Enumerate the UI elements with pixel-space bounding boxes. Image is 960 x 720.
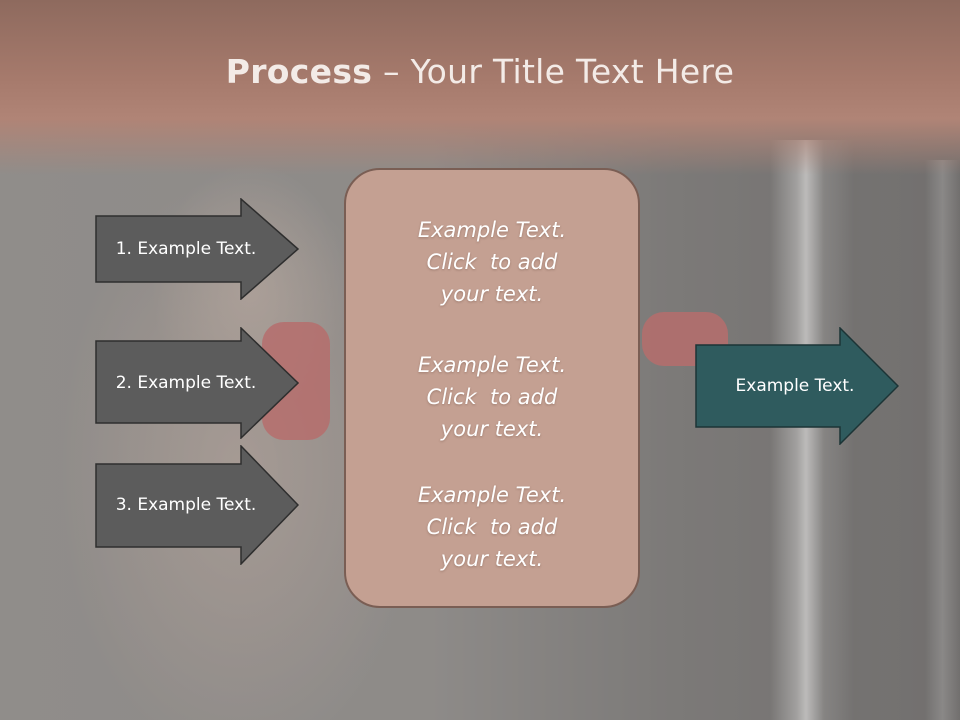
text-line: Example Text. [417,353,567,377]
input-arrow-2[interactable]: 2. Example Text. [95,327,299,439]
title-bold: Process [225,52,373,91]
slide-title[interactable]: Process – Your Title Text Here [0,52,960,91]
arrow-shape [95,445,299,565]
punching-bag [770,140,890,720]
center-text-block-2[interactable]: Example Text. Click to add your text. [346,349,638,445]
arrow-shape [695,327,899,445]
output-arrow[interactable]: Example Text. [695,327,899,445]
text-line: Click to add [426,515,558,539]
title-band [0,0,960,175]
center-text-block-3[interactable]: Example Text. Click to add your text. [346,479,638,575]
arrow-label: 3. Example Text. [115,495,257,515]
text-line: Click to add [426,385,558,409]
arrow-shape [95,198,299,300]
center-text-box[interactable]: Example Text. Click to add your text. Ex… [344,168,640,608]
text-line: Example Text. [417,483,567,507]
center-text-block-1[interactable]: Example Text. Click to add your text. [346,214,638,310]
arrow-label: 1. Example Text. [115,239,257,259]
arrow-label: Example Text. [735,376,855,396]
title-rest: – Your Title Text Here [372,52,735,91]
text-line: Example Text. [417,218,567,242]
punching-bag-edge [925,160,960,720]
text-line: Click to add [426,250,558,274]
text-line: your text. [440,282,544,306]
input-arrow-3[interactable]: 3. Example Text. [95,445,299,565]
text-line: your text. [440,417,544,441]
arrow-shape [95,327,299,439]
text-line: your text. [440,547,544,571]
input-arrow-1[interactable]: 1. Example Text. [95,198,299,300]
arrow-label: 2. Example Text. [115,373,257,393]
